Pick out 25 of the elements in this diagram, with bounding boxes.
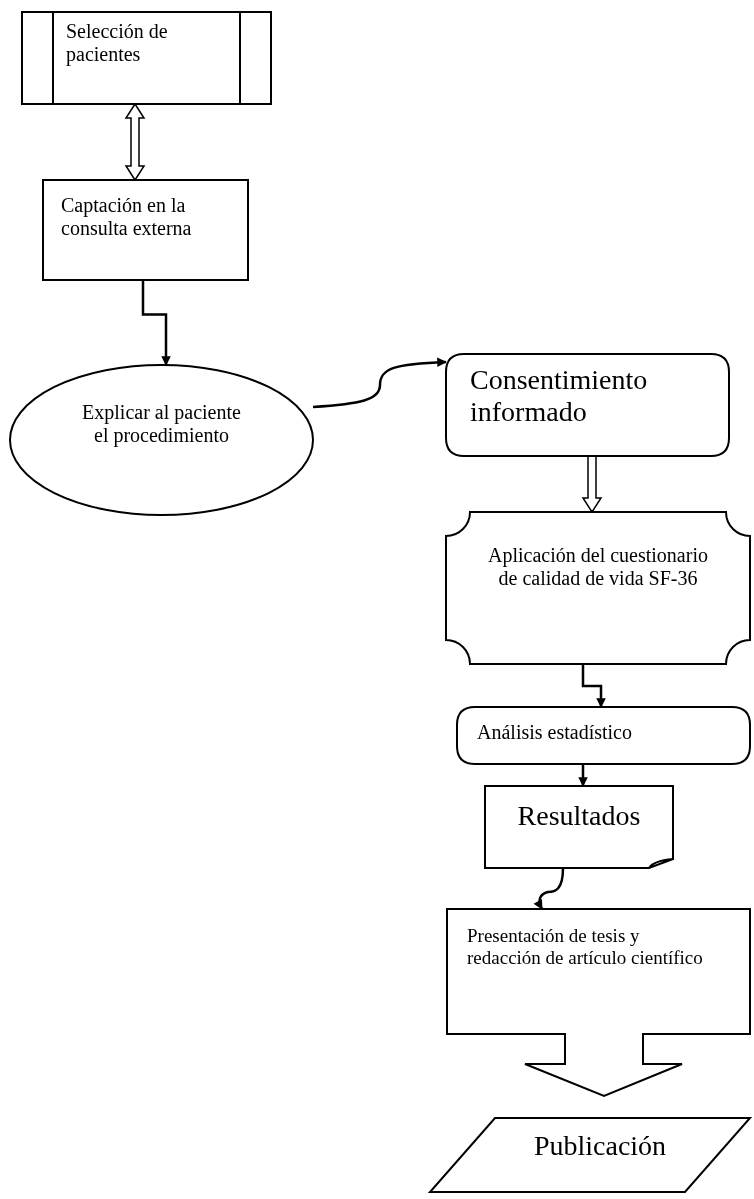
node-label: Análisis estadístico: [477, 721, 633, 744]
curved-arrow: [533, 867, 565, 910]
node-label: Explicar al paciente el procedimiento: [81, 401, 242, 447]
elbow-arrow: [581, 664, 606, 708]
block-arrow: [124, 102, 146, 182]
node-label: Resultados: [516, 800, 642, 833]
plaque-box: [446, 512, 750, 664]
node-label: Captación en la consulta externa: [61, 194, 193, 240]
curved-arrow: [312, 357, 447, 409]
rounded-box: [446, 354, 729, 456]
node-label: Selección de pacientes: [66, 20, 169, 66]
block-arrow: [581, 455, 603, 514]
rounded-box: [457, 707, 750, 764]
elbow-arrow: [141, 280, 171, 366]
node-label: Publicación: [532, 1130, 668, 1163]
process-ellipse: [10, 365, 313, 515]
elbow-arrow: [578, 764, 588, 787]
arrow-box: [447, 909, 750, 1096]
parallelogram-box: [430, 1118, 750, 1192]
node-label: Presentación de tesis y redacción de artículo científico: [467, 925, 704, 969]
process-box: [22, 12, 271, 104]
node-label: Consentimiento informado: [470, 364, 649, 429]
node-label: Aplicación del cuestionario de calidad de vida SF-36: [487, 544, 709, 590]
document-box: [485, 786, 673, 868]
process-box: [43, 180, 248, 280]
